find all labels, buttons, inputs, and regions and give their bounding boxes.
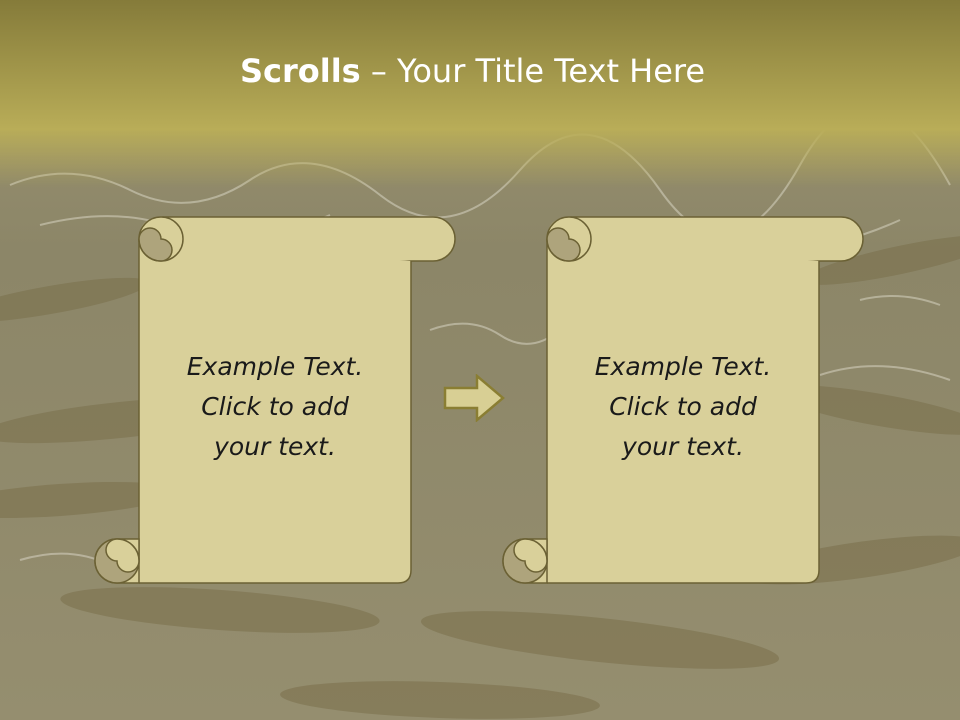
title-bold-part: Scrolls	[239, 52, 361, 90]
scroll-shape-1[interactable]: Example Text. Click to add your text.	[93, 215, 459, 588]
scroll-icon	[502, 216, 864, 584]
right-arrow-icon	[443, 374, 505, 422]
scroll-shape-2[interactable]: Example Text. Click to add your text.	[501, 215, 867, 588]
title-dash: –	[360, 52, 398, 90]
slide-title[interactable]: Scrolls – Your Title Text Here	[0, 52, 945, 90]
scroll-text-1[interactable]: Example Text. Click to add your text.	[186, 352, 364, 461]
scroll-icon	[94, 216, 456, 584]
scroll-text-2[interactable]: Example Text. Click to add your text.	[594, 352, 772, 461]
title-text: Your Title Text Here	[397, 52, 706, 90]
